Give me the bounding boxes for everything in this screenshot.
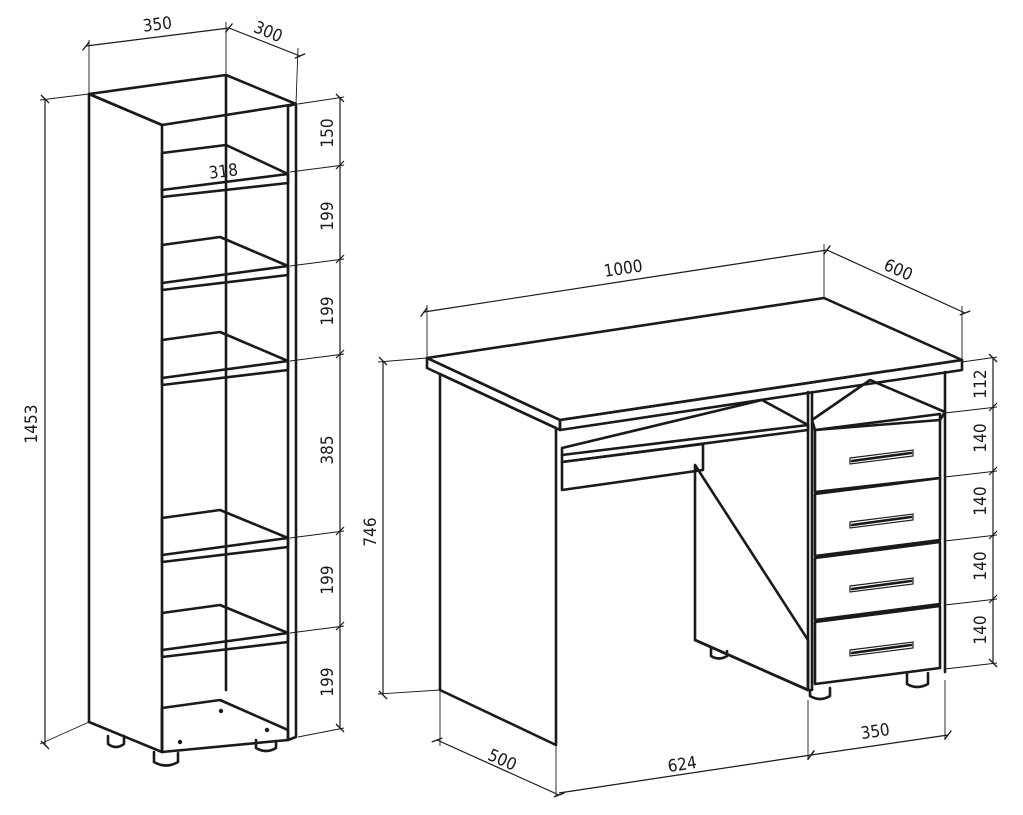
desk-top <box>425 296 964 422</box>
dim-drawer-1: 140 <box>971 423 991 452</box>
dim-section-6: 199 <box>318 667 338 696</box>
dim-shelf-height: 1453 <box>22 405 42 444</box>
drawer-handles <box>849 449 914 657</box>
dim-desk-depth: 600 <box>881 255 916 285</box>
keyboard-tray-front <box>560 442 705 492</box>
shelf-unit: 350 300 318 1453 150 199 199 <box>22 13 345 767</box>
shelf-feet <box>106 734 278 767</box>
dim-section-3: 199 <box>318 296 338 325</box>
drawer-handle <box>849 513 914 529</box>
shelf-right-side-panel <box>286 102 298 742</box>
drawer-handle <box>849 577 914 593</box>
dim-section-1: 150 <box>318 118 338 147</box>
drawer-handle <box>849 449 914 465</box>
dim-section-5: 199 <box>318 565 338 594</box>
desk-feet <box>709 646 930 701</box>
dim-desk-pedestal-width: 350 <box>859 720 891 744</box>
drawer <box>813 604 942 686</box>
keyboard-tray <box>560 398 810 464</box>
dim-section-4: 385 <box>318 435 338 464</box>
shelf-section-dimensions: 150 199 199 385 199 199 <box>289 93 345 738</box>
shelf-bottom-panel <box>160 698 290 754</box>
shelf-boards <box>160 143 290 659</box>
dim-shelf-depth: 300 <box>251 18 286 47</box>
drawer <box>813 540 942 622</box>
dim-drawer-3: 140 <box>971 551 991 580</box>
desk-drawers <box>813 412 942 686</box>
desk-left-side-panel <box>438 372 558 747</box>
drawer <box>813 476 942 558</box>
drawer-handle <box>849 641 914 657</box>
shelf-top-panel <box>87 73 298 127</box>
dim-shelf-inner-width: 318 <box>208 160 239 183</box>
dim-desk-top-gap: 112 <box>971 369 991 398</box>
desk: 1000 600 746 500 624 350 <box>361 244 998 798</box>
shelf-left-side-panel <box>87 92 164 754</box>
dim-drawer-4: 140 <box>971 615 991 644</box>
dim-shelf-width: 350 <box>142 13 173 36</box>
dim-drawer-2: 140 <box>971 486 991 515</box>
dim-section-2: 199 <box>318 201 338 230</box>
dim-desk-knee-width: 624 <box>666 753 698 777</box>
dim-desk-width: 1000 <box>603 256 644 282</box>
dim-desk-side-depth: 500 <box>485 745 520 775</box>
desk-drawer-dimensions: 112 140 140 140 140 <box>944 353 998 670</box>
dim-desk-height: 746 <box>361 517 381 546</box>
